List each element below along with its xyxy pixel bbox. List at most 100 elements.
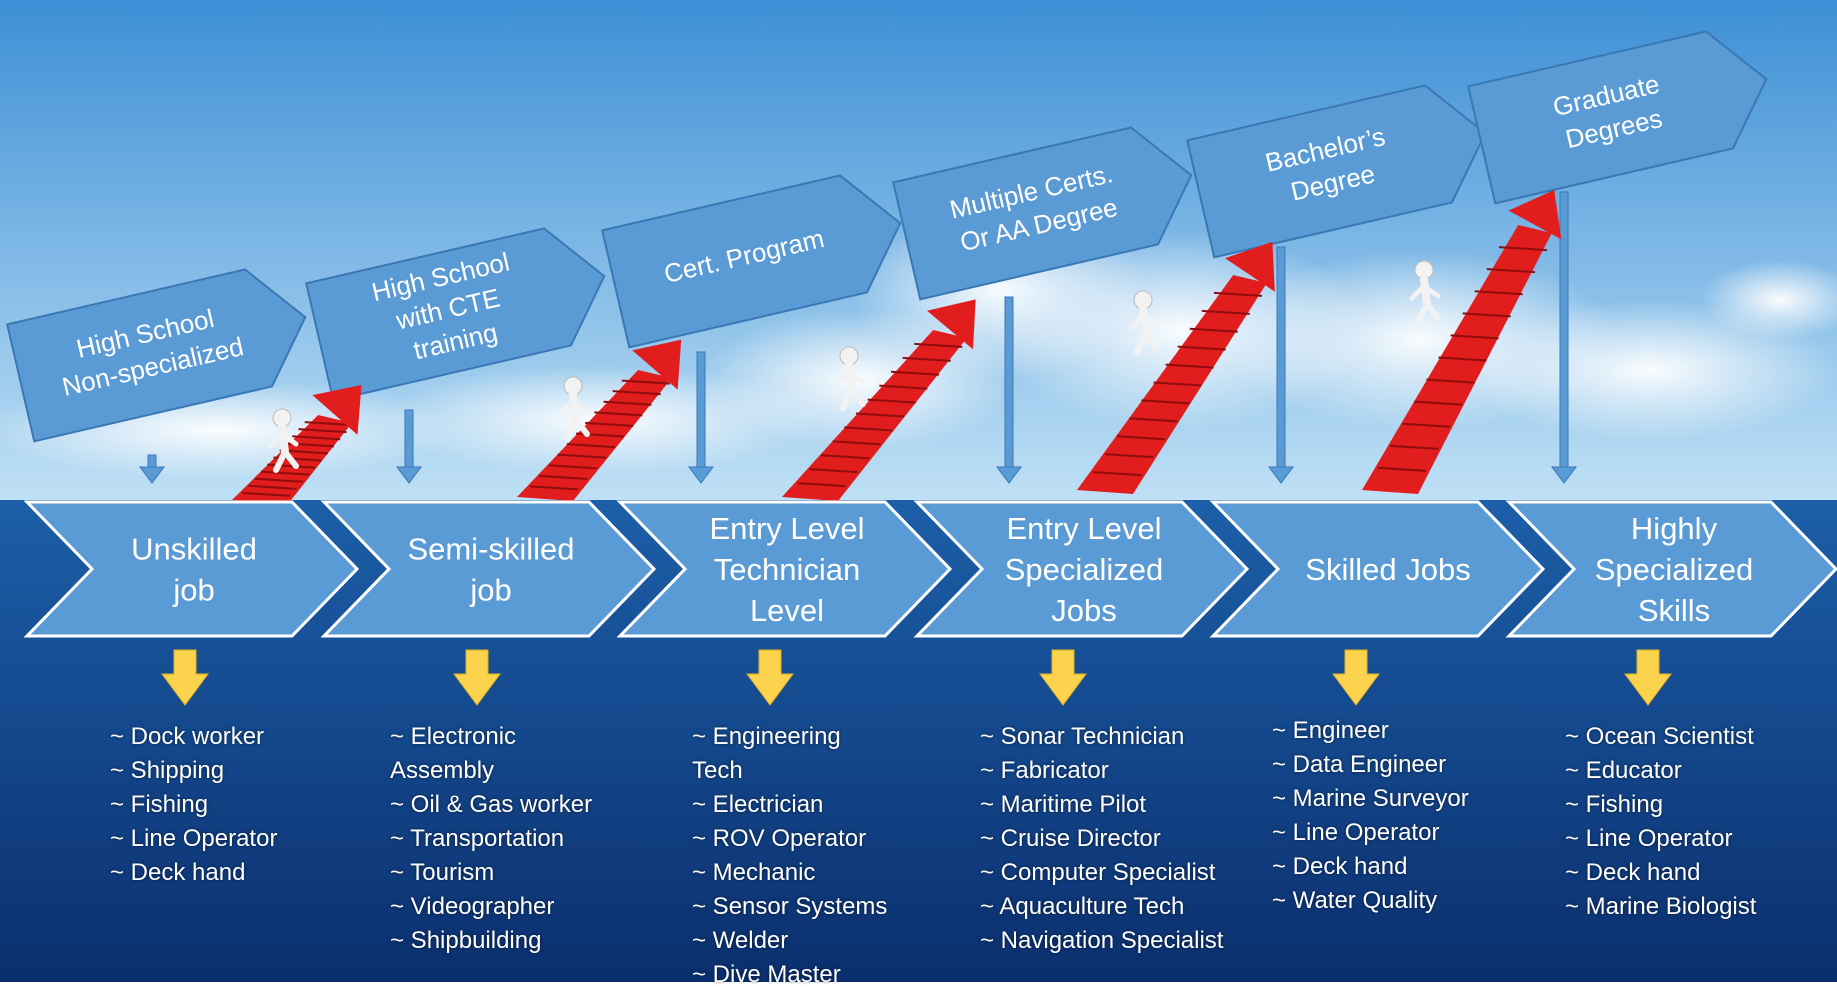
connector-arrow <box>139 454 165 484</box>
job-item: ~ Dive Master <box>692 961 841 988</box>
career-stage-chevron: Skilled Jobs <box>1209 500 1546 638</box>
stairs-arrowhead <box>312 385 362 435</box>
jobs-list-semi-skilled: ~ Electronic Assembly ~ Oil & Gas worker… <box>390 720 592 958</box>
down-arrow-icon <box>746 649 794 706</box>
job-item: ~ Ocean Scientist <box>1565 723 1754 750</box>
job-item: ~ Navigation Specialist <box>980 927 1224 954</box>
job-item: ~ Electrician <box>692 791 824 818</box>
career-stage-label: Skilled Jobs <box>1305 552 1470 587</box>
career-stage-label-line: Skilled Jobs <box>1305 552 1470 587</box>
stairs-with-figure <box>517 339 682 501</box>
career-stage-shape <box>1209 500 1546 638</box>
education-arrow: Bachelor’sDegree <box>1186 84 1487 259</box>
career-stage-label-line: Entry Level <box>1006 511 1161 546</box>
job-item: ~ Line Operator <box>1272 819 1440 846</box>
connector-arrow <box>996 296 1022 484</box>
down-arrow-icon <box>1039 649 1087 706</box>
job-item: ~ Fishing <box>1565 791 1664 818</box>
career-stage-chevron: Unskilled job <box>23 500 360 638</box>
career-stage-label-line: Unskilled <box>131 532 257 567</box>
job-item: ~ Aquaculture Tech <box>980 893 1185 920</box>
education-arrow-shape <box>305 227 606 402</box>
job-item: ~ Maritime Pilot <box>980 791 1147 818</box>
connector-arrow <box>1268 246 1294 484</box>
career-stage-label-line: Specialized <box>1595 552 1754 587</box>
job-item: ~ Educator <box>1565 757 1682 784</box>
stairs-arrowhead <box>632 339 682 390</box>
job-item: ~ Sensor Systems <box>692 893 888 920</box>
stairs-with-figure <box>1077 241 1275 494</box>
down-arrow-icon <box>453 649 501 706</box>
down-arrow-icon <box>1332 649 1380 706</box>
connector-arrow <box>688 351 714 484</box>
job-item: ~ Welder <box>692 927 789 954</box>
stairs-with-figure <box>782 299 976 501</box>
stairs-with-figure <box>232 385 362 504</box>
job-item: ~ Sonar Technician <box>980 723 1185 750</box>
job-item: ~ Deck hand <box>1272 853 1408 880</box>
jobs-list-entry-technician: ~ Engineering Tech ~ Electrician ~ ROV O… <box>692 720 887 992</box>
career-stage-label-line: Technician <box>714 552 860 587</box>
career-stage-label-line: Specialized <box>1005 552 1164 587</box>
stairs-arrowhead <box>927 299 976 350</box>
career-stage-shape <box>616 500 953 638</box>
jobs-list-unskilled: ~ Dock worker ~ Shipping ~ Fishing ~ Lin… <box>110 720 277 890</box>
job-item: ~ Videographer <box>390 893 555 920</box>
career-stage-label: Unskilled job <box>131 532 257 608</box>
jobs-list-highly-specialized: ~ Ocean Scientist ~ Educator ~ Fishing ~… <box>1565 720 1756 924</box>
connector-arrow <box>1551 191 1577 484</box>
career-stage-chevron: Semi-skilled job <box>320 500 657 638</box>
job-item: ~ Shipping <box>110 757 225 784</box>
job-item: ~ Deck hand <box>110 859 246 886</box>
education-arrow-shape <box>6 268 307 443</box>
climbing-figure <box>1409 260 1441 325</box>
down-arrow-icon <box>161 649 209 706</box>
climbing-figure <box>1128 290 1160 355</box>
education-arrow: Cert. Program <box>601 174 902 349</box>
climbing-figure <box>834 346 866 411</box>
job-item: ~ ROV Operator <box>692 825 867 852</box>
job-item: Assembly <box>390 757 495 784</box>
education-arrow: GraduateDegrees <box>1467 30 1768 205</box>
jobs-list-skilled: ~ Engineer ~ Data Engineer ~ Marine Surv… <box>1272 714 1469 918</box>
education-arrow: Multiple Certs.Or AA Degree <box>892 126 1193 301</box>
stairs-layer <box>232 189 1562 504</box>
education-arrow-shape <box>601 174 902 349</box>
job-item: ~ Dock worker <box>110 723 265 750</box>
job-item: ~ Fabricator <box>980 757 1109 784</box>
career-stage-label-line: Entry Level <box>709 511 864 546</box>
career-stage-label-line: job <box>172 573 214 608</box>
job-item: ~ Tourism <box>390 859 495 886</box>
job-item: ~ Line Operator <box>1565 825 1733 852</box>
career-stage-label: Semi-skilled job <box>407 532 574 608</box>
career-stage-label-line: Highly <box>1631 511 1718 546</box>
stairs-with-figure <box>1362 189 1562 494</box>
down-arrows <box>161 649 1672 706</box>
job-item: ~ Transportation <box>390 825 565 852</box>
career-stage-label-line: job <box>469 573 511 608</box>
education-arrow-shape <box>1186 84 1487 259</box>
job-item: ~ Mechanic <box>692 859 816 886</box>
down-arrow-icon <box>1624 649 1672 706</box>
education-arrow: High SchoolNon-specialized <box>6 268 307 443</box>
job-item: ~ Line Operator <box>110 825 278 852</box>
career-stage-shape <box>913 500 1250 638</box>
stairs-arrowhead <box>1225 241 1275 292</box>
job-item: ~ Electronic <box>390 723 517 750</box>
job-item: ~ Computer Specialist <box>980 859 1216 886</box>
job-item: ~ Marine Surveyor <box>1272 785 1469 812</box>
climbing-figure <box>267 408 299 473</box>
career-stage-label-line: Level <box>750 593 824 628</box>
job-item: ~ Fishing <box>110 791 209 818</box>
job-item: ~ Cruise Director <box>980 825 1161 852</box>
job-item: ~ Oil & Gas worker <box>390 791 593 818</box>
job-item: ~ Marine Biologist <box>1565 893 1757 920</box>
career-stage-label-line: Semi-skilled <box>407 532 574 567</box>
